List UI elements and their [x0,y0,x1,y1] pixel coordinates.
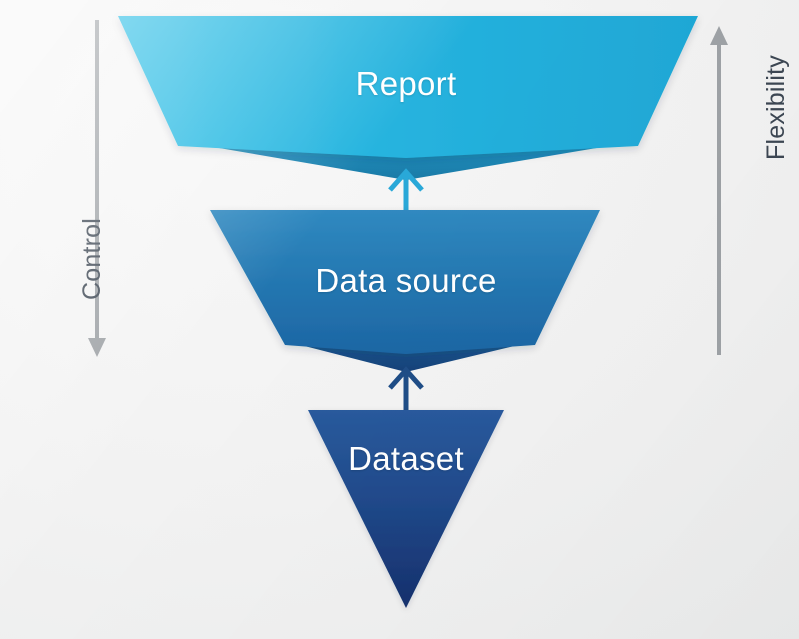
connector-dataset-to-data-source [388,366,424,412]
stage-shape-report[interactable] [118,16,698,180]
stage-shape-dataset[interactable] [308,410,504,608]
stage-body-data-source[interactable] [210,210,600,354]
axis-arrow-flexibility [710,26,728,355]
stage-body-report[interactable] [118,16,698,158]
stage-label-report: Report [355,65,457,102]
arrow-head-up-icon [388,366,424,390]
axis-label-flexibility: Flexibility [762,55,790,160]
stage-body-dataset[interactable] [308,410,504,608]
arrow-head-up-icon [388,168,424,192]
axis-arrow-control [88,20,106,357]
stage-shape-data-source[interactable] [210,210,600,372]
connector-data-source-to-report [388,168,424,213]
arrow-head-up-icon [710,26,728,45]
stage-label-dataset: Dataset [348,440,464,477]
arrow-head-down-icon [88,338,106,357]
axis-label-control: Control [78,218,106,300]
stage-label-data-source: Data source [315,262,497,299]
